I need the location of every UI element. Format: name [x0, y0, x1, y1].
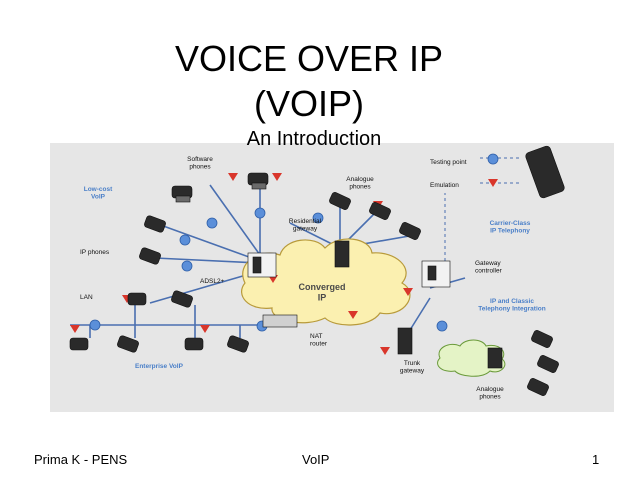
node-8: [436, 320, 448, 332]
label-emulation: Emulation: [430, 182, 459, 189]
pstn-switch-icon: [487, 347, 503, 369]
phone-icon: [399, 222, 421, 240]
footer-page-number: 1: [592, 452, 600, 467]
node-3: [179, 234, 191, 246]
footer-author: Prima K - PENS: [34, 452, 128, 467]
label-lan: LAN: [80, 294, 93, 301]
phone-icon: [144, 215, 166, 233]
marker-10: [403, 288, 413, 296]
slide-subtitle: An Introduction: [246, 128, 382, 150]
footer-topic: VoIP: [302, 452, 330, 467]
marker-9: [348, 311, 358, 319]
node-1: [254, 207, 266, 219]
gateway-controller-icon: [421, 260, 451, 288]
tester-device-icon: [525, 145, 565, 199]
nat-router-icon: [262, 314, 298, 328]
phone-icon: [184, 337, 204, 351]
label-ip-phones: IP phones: [80, 249, 110, 256]
marker-1: [228, 173, 238, 181]
node-4: [181, 260, 193, 272]
phone-icon: [139, 247, 161, 265]
legend-testing-node: [487, 153, 499, 165]
marker-8: [200, 325, 210, 333]
label-adsl: ADSL2+: [200, 278, 225, 285]
legend-emulation-marker: [488, 179, 498, 187]
phone-icon: [531, 330, 553, 348]
phone-icon: [227, 335, 249, 353]
network-nodes: [89, 153, 499, 332]
marker-7: [70, 325, 80, 333]
trunk-gateway-icon: [397, 327, 413, 355]
marker-11: [380, 347, 390, 355]
label-enterprise-voip: Enterprise VoIP: [135, 363, 184, 370]
marker-2: [272, 173, 282, 181]
phone-icon: [527, 378, 549, 396]
server-icon: [334, 240, 350, 268]
slide-title-line2: (VOIP): [253, 83, 364, 124]
phone-icon: [127, 292, 147, 306]
phone-icon: [247, 172, 269, 190]
phone-icon: [171, 185, 193, 203]
node-5: [89, 319, 101, 331]
node-7: [312, 212, 324, 224]
gateway-box-icon: [247, 252, 277, 278]
node-2: [206, 217, 218, 229]
phone-icon: [329, 192, 351, 210]
phone-icon: [537, 355, 559, 373]
phone-icon: [171, 290, 193, 308]
devices: [69, 145, 565, 396]
label-testing-point: Testing point: [430, 159, 467, 166]
phone-icon: [117, 335, 139, 353]
phone-icon: [69, 337, 89, 351]
slide-title-line1: VOICE OVER IP: [174, 38, 444, 79]
phone-icon: [369, 202, 391, 220]
dashed-links: [444, 157, 520, 273]
